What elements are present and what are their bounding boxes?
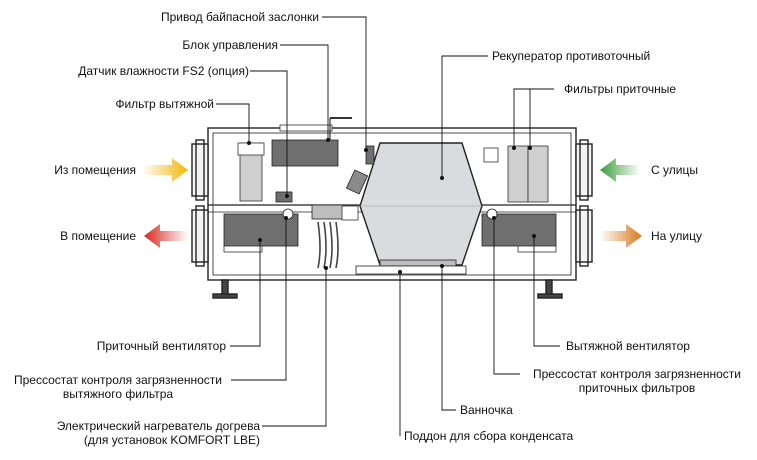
arrow-to-street (600, 224, 642, 248)
label-pressostat-exhaust: Прессостат контроля загрязненности вытяж… (6, 373, 230, 401)
label-humidity-sensor: Датчик влажности FS2 (опция) (78, 64, 249, 78)
label-to-room: В помещение (60, 229, 136, 243)
label-pressostat-supply-line1: Прессостат контроля загрязненности (532, 367, 741, 381)
arrow-to-room (144, 224, 188, 248)
label-pressostat-supply-line2: приточных фильтров (578, 381, 696, 395)
leader-dots (247, 138, 536, 274)
label-to-street: На улицу (651, 229, 702, 243)
arrow-from-street (600, 158, 640, 182)
label-pressostat-exhaust-line2: вытяжного фильтра (62, 387, 174, 401)
supply-filter-1 (507, 145, 529, 203)
label-control-unit: Блок управления (182, 38, 278, 52)
label-heater-line2: (для установок KOMFORT LBE) (83, 433, 260, 447)
label-condensate-pan: Поддон для сбора конденсата (404, 429, 574, 443)
humidity-sensor (275, 191, 293, 203)
arrow-from-room (142, 158, 188, 182)
electric-heater (311, 204, 359, 269)
label-supply-fan: Приточный вентилятор (96, 339, 226, 353)
label-supply-filters: Фильтры приточные (564, 82, 677, 96)
recuperator-hexagon (359, 142, 483, 266)
label-heater-line1: Электрический нагреватель догрева (56, 419, 260, 433)
bypass-drive (345, 145, 375, 195)
label-drip-tray: Ванночка (460, 403, 513, 417)
exhaust-fan (481, 208, 557, 253)
label-pressostat-exhaust-line1: Прессостат контроля загрязненности (13, 373, 222, 387)
label-from-room: Из помещения (54, 163, 136, 177)
label-exhaust-filter: Фильтр вытяжной (115, 97, 214, 111)
drip-tray (379, 259, 457, 267)
supply-filter-2 (527, 145, 549, 203)
label-exhaust-fan: Вытяжной вентилятор (566, 339, 690, 353)
label-pressostat-supply: Прессостат контроля загрязненности прито… (524, 367, 750, 395)
label-from-street: С улицы (651, 163, 698, 177)
label-bypass-drive: Привод байпасной заслонки (160, 10, 319, 24)
label-heater: Электрический нагреватель догрева (для у… (57, 419, 260, 447)
supply-fan (223, 208, 299, 253)
control-unit (271, 139, 339, 167)
label-recuperator: Рекуператор противоточный (492, 49, 651, 63)
condensate-pan (355, 265, 467, 275)
leader-lines (216, 16, 560, 436)
